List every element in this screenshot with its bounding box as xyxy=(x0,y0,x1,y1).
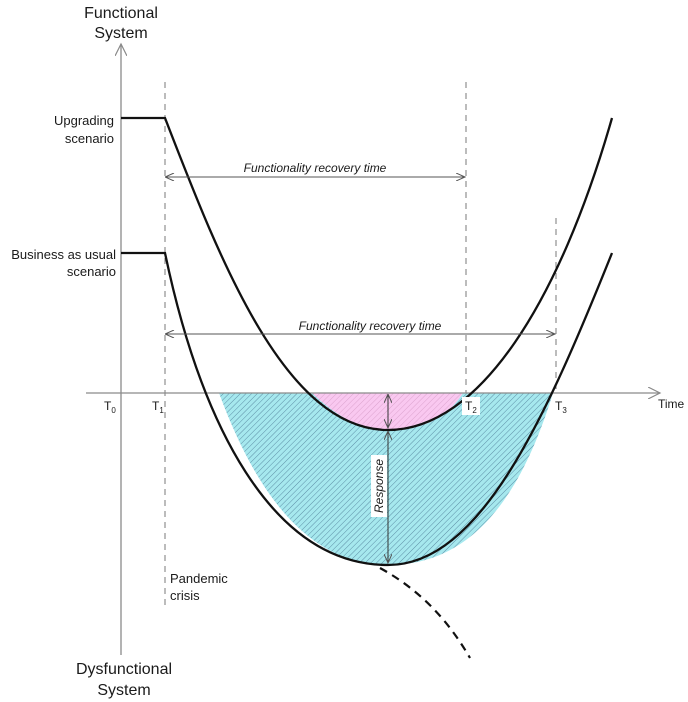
upgrading-scenario-curve xyxy=(121,116,614,432)
upgrading-scenario-label-line1: Upgrading xyxy=(54,113,114,128)
business-as-usual-curve xyxy=(121,251,614,567)
t3-label: T3 xyxy=(555,399,567,415)
response-label: Response xyxy=(372,459,386,513)
recovery-time-label-lower: Functionality recovery time xyxy=(299,319,442,333)
t0-label: T0 xyxy=(104,399,116,415)
functional-system-label-line2: System xyxy=(94,25,147,42)
pandemic-crisis-label-line1: Pandemic xyxy=(170,571,228,586)
dysfunctional-system-label-line2: System xyxy=(97,682,150,699)
upgrading-scenario-label-line2: scenario xyxy=(65,131,114,146)
business-as-usual-label-line1: Business as usual xyxy=(11,247,116,262)
t2-label: T2 xyxy=(465,399,477,415)
time-axis-label: Time xyxy=(658,397,685,411)
response-label-box xyxy=(371,455,387,517)
recovery-time-label-upper: Functionality recovery time xyxy=(244,161,387,175)
dysfunctional-system-label-line1: Dysfunctional xyxy=(76,661,172,678)
functional-system-label-line1: Functional xyxy=(84,5,158,22)
t1-label: T1 xyxy=(152,399,164,415)
collapse-dashed-curve xyxy=(379,567,471,659)
pandemic-crisis-label-line2: crisis xyxy=(170,588,200,603)
business-as-usual-label-line2: scenario xyxy=(67,264,116,279)
t2-label-box xyxy=(462,397,480,415)
